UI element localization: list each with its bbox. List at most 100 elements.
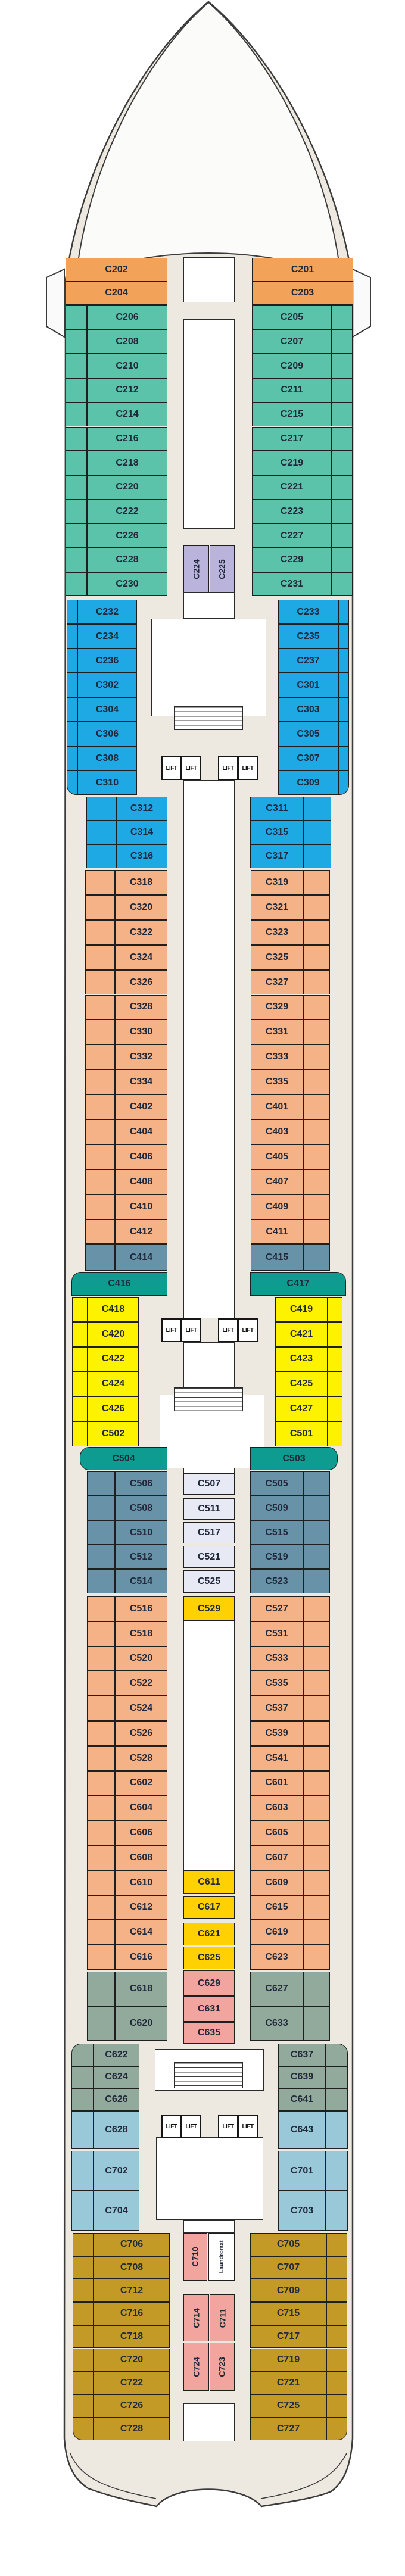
cabin-balcony-strip [66, 329, 87, 354]
cabin-balcony-strip [303, 870, 330, 895]
cabin-balcony-strip [87, 2006, 115, 2041]
cabin-c601: C601 [250, 1770, 303, 1796]
cabin-balcony-strip [67, 771, 77, 795]
cabin-balcony-strip [326, 2151, 348, 2191]
cabin-c406: C406 [115, 1144, 167, 1170]
cabin-label: C635 [197, 2028, 221, 2038]
cabin-balcony-strip [87, 1520, 115, 1545]
cabin-c415: C415 [251, 1244, 303, 1271]
cabin-label: C726 [120, 2400, 144, 2411]
cabin-c217: C217 [252, 426, 332, 451]
cabin-label: C419 [289, 1303, 313, 1314]
cabin-label: C725 [276, 2400, 300, 2411]
cabin-c611: C611 [183, 1870, 235, 1894]
cabin-balcony-strip [66, 426, 87, 451]
cabin-balcony-strip [338, 722, 349, 746]
bow-deck-line [75, 1, 342, 276]
cabin-c610: C610 [115, 1870, 167, 1895]
cabin-balcony-strip [87, 1845, 115, 1870]
cabin-label: C310 [95, 777, 119, 788]
cabin-c608: C608 [115, 1845, 167, 1870]
cabin-c501: C501 [275, 1421, 328, 1446]
cabin-c211: C211 [252, 378, 332, 403]
cabin-balcony-strip [86, 797, 116, 821]
cabin-balcony-strip [304, 797, 331, 821]
cabin-label: C211 [281, 385, 303, 395]
cabin-label: C219 [280, 457, 304, 468]
cabin-label: C403 [265, 1126, 289, 1137]
cabin-label: C316 [130, 851, 154, 861]
cabin-label: C302 [95, 679, 119, 690]
cabin-balcony-strip [326, 2302, 347, 2325]
cabin-label: C639 [290, 2072, 314, 2082]
cabin-balcony-strip [85, 1119, 115, 1144]
cabin-label: C604 [129, 1802, 153, 1813]
cabin-balcony-strip [332, 572, 353, 597]
cabin-label: C315 [265, 827, 289, 837]
cabin-balcony-strip [67, 697, 77, 722]
cabin-label: C224 [191, 559, 201, 579]
cabin-c531: C531 [250, 1621, 303, 1646]
cabin-c607: C607 [250, 1845, 303, 1870]
cabin-c216: C216 [87, 426, 167, 451]
cabin-balcony-strip [338, 648, 349, 673]
cabin-c725: C725 [250, 2394, 326, 2418]
cabin-label: C703 [290, 2205, 314, 2216]
cabin-balcony-strip [85, 1169, 115, 1195]
cabin-c306: C306 [77, 722, 137, 746]
cabin-c215: C215 [252, 402, 332, 427]
cabin-balcony-strip [87, 1870, 115, 1895]
cabin-label: C618 [129, 1984, 153, 1994]
cabin-c333: C333 [251, 1044, 303, 1070]
cabin-c509: C509 [250, 1496, 303, 1520]
cabin-label: C520 [129, 1653, 153, 1664]
cabin-label: C207 [280, 336, 304, 347]
cabin-label: C227 [280, 530, 304, 541]
cabin-balcony-strip [303, 1219, 330, 1245]
cabin-c504: C504 [80, 1447, 167, 1470]
cabin-c414: C414 [115, 1244, 167, 1271]
cabin-c517: C517 [183, 1522, 235, 1543]
cabin-balcony-strip [326, 2394, 347, 2418]
cabin-label: C216 [116, 433, 139, 444]
cabin-balcony-strip [303, 1646, 330, 1671]
cabin-label: C424 [101, 1379, 125, 1389]
cabin-label: C314 [130, 827, 154, 837]
cabin-c232: C232 [77, 600, 137, 624]
cabin-balcony-strip [85, 969, 115, 995]
cabin-balcony-strip [67, 624, 77, 648]
cabin-c225: C225 [210, 545, 235, 592]
cabin-label: C707 [276, 2262, 300, 2273]
cabin-balcony-strip [303, 1621, 330, 1646]
cabin-label: C307 [297, 753, 320, 763]
cabin-label: C611 [198, 1876, 220, 1887]
cabin-label: C325 [265, 952, 289, 962]
void-space [156, 2137, 263, 2220]
cabin-label: C711 [217, 2308, 227, 2328]
cabin-c507: C507 [183, 1473, 235, 1495]
cabin-balcony-strip [303, 1770, 330, 1796]
cabin-balcony-strip [303, 1471, 330, 1496]
cabin-balcony-strip [87, 1770, 115, 1796]
void-space [183, 1621, 235, 1870]
cabin-label: C225 [217, 559, 227, 579]
cabin-label: C318 [129, 877, 153, 887]
cabin-label: C335 [265, 1077, 289, 1087]
cabin-c722: C722 [94, 2371, 170, 2394]
cabin-balcony-strip [332, 426, 353, 451]
lift-icon: LIFT [238, 1318, 258, 1342]
cabin-c631: C631 [183, 1996, 235, 2022]
cabin-balcony-strip [332, 475, 353, 500]
cabin-label: C523 [265, 1576, 288, 1586]
cabin-label: C507 [197, 1479, 221, 1489]
cabin-c321: C321 [251, 894, 303, 920]
cabin-balcony-strip [73, 2348, 94, 2372]
cabin-label: C727 [276, 2423, 300, 2434]
cabin-c325: C325 [251, 944, 303, 970]
cabin-c418: C418 [88, 1297, 139, 1322]
lift-icon: LIFT [181, 1318, 201, 1342]
cabin-label: C204 [105, 288, 128, 298]
cabin-label: C326 [129, 977, 153, 987]
cabin-label: C539 [265, 1727, 288, 1738]
cabin-balcony-strip [338, 746, 349, 771]
